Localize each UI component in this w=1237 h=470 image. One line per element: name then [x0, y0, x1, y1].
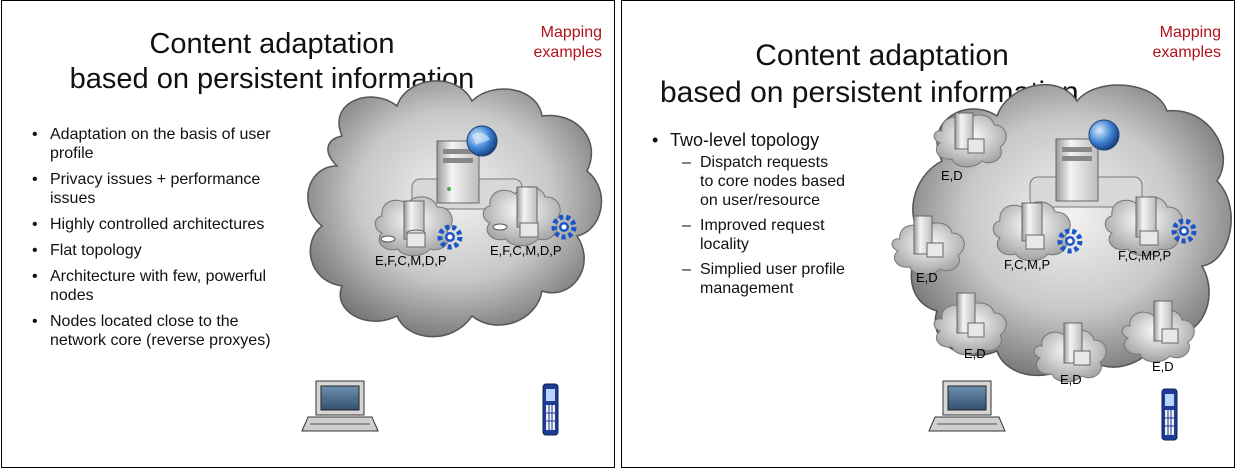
left-network-diagram	[301, 80, 603, 436]
node-label: E,D	[1152, 359, 1174, 374]
core-node-icon	[1104, 196, 1183, 257]
adaptation-node-icon	[374, 196, 453, 257]
right-sub-bullet: Improved request locality	[670, 216, 845, 254]
right-sub-list: Dispatch requests to core nodes based on…	[670, 153, 900, 298]
left-bullet: Highly controlled architectures	[24, 215, 294, 234]
left-slide: Content adaptation based on persistent i…	[1, 0, 615, 468]
left-slide-title: Content adaptation based on persistent i…	[2, 27, 542, 97]
right-network-diagram	[891, 83, 1232, 441]
left-bullet: Flat topology	[24, 241, 294, 260]
globe-icon	[1088, 119, 1120, 151]
mobile-phone-icon	[1161, 388, 1178, 441]
gear-icon	[1057, 228, 1083, 254]
desktop-computer-icon	[928, 380, 1006, 432]
right-bullet-list: Two-level topology Dispatch requests to …	[644, 129, 914, 305]
node-label: E,D	[916, 270, 938, 285]
left-bullet: Adaptation on the basis of user profile	[24, 125, 294, 163]
right-bullet: Two-level topology Dispatch requests to …	[644, 129, 914, 298]
edge-node-icon	[1033, 322, 1107, 383]
right-sub-bullet: Simplied user profile management	[670, 260, 880, 298]
node-label: E,D	[1060, 372, 1082, 387]
left-mapping-tag: Mapping examples	[534, 23, 602, 63]
right-sub-bullet: Dispatch requests to core nodes based on…	[670, 153, 845, 210]
node-label: F,C,MP,P	[1118, 248, 1172, 263]
node-label: E,F,C,M,D,P	[490, 243, 562, 258]
left-bullet: Privacy issues + performance issues	[24, 170, 294, 208]
right-bullet-text: Two-level topology	[670, 130, 820, 150]
left-bullet: Nodes located close to the network core …	[24, 312, 294, 350]
left-tag-line1: Mapping	[540, 24, 602, 41]
edge-node-icon	[1121, 300, 1195, 363]
gear-icon	[551, 214, 577, 240]
left-title-line1: Content adaptation	[149, 28, 395, 60]
edge-node-icon	[933, 112, 1007, 168]
gear-icon	[1171, 218, 1197, 244]
left-tag-line2: examples	[533, 44, 602, 61]
right-tag-line1: Mapping	[1159, 24, 1221, 41]
right-slide: Content adaptation based on persistent i…	[621, 0, 1235, 468]
globe-icon	[466, 125, 498, 157]
core-node-icon	[992, 201, 1071, 262]
node-label: E,F,C,M,D,P	[375, 253, 447, 268]
right-title-line1: Content adaptation	[755, 39, 1009, 72]
adaptation-node-icon	[482, 186, 561, 247]
right-mapping-tag: Mapping examples	[1153, 23, 1221, 63]
left-title-line2: based on persistent information	[69, 63, 475, 95]
edge-node-icon	[891, 215, 965, 276]
gear-icon	[437, 224, 463, 250]
left-bullet: Architecture with few, powerful nodes	[24, 267, 294, 305]
edge-node-icon	[933, 292, 1007, 356]
right-slide-title: Content adaptation	[622, 37, 1142, 74]
desktop-computer-icon	[301, 380, 379, 432]
right-tag-line2: examples	[1152, 44, 1221, 61]
node-label: F,C,M,P	[1004, 257, 1051, 272]
node-label: E,D	[964, 346, 986, 361]
server-icon	[1029, 138, 1143, 208]
mobile-phone-icon	[542, 383, 559, 436]
left-bullet-list: Adaptation on the basis of user profile …	[24, 125, 294, 357]
node-label: E,D	[941, 168, 963, 183]
